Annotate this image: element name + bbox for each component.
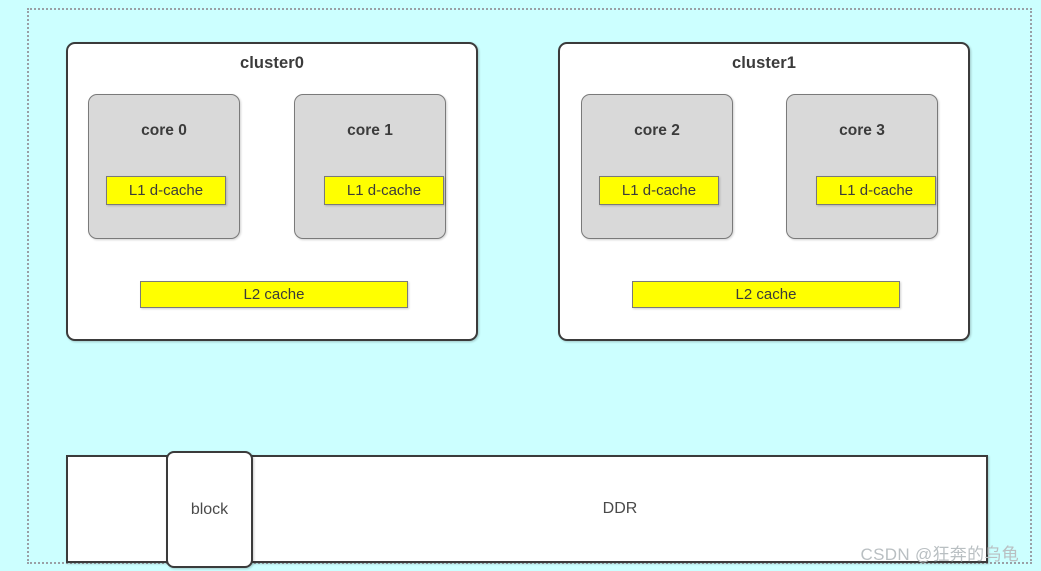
core-title-3: core 3 bbox=[839, 122, 885, 139]
watermark: CSDN @狂奔的乌龟 bbox=[860, 545, 1019, 564]
l1-dcache-2[interactable]: L1 d-cache bbox=[599, 176, 719, 205]
cluster-title-0: cluster0 bbox=[239, 54, 305, 72]
l2-cache-1[interactable]: L2 cache bbox=[632, 281, 900, 308]
core-title-1: core 1 bbox=[347, 122, 393, 139]
l1-dcache-0[interactable]: L1 d-cache bbox=[106, 176, 226, 205]
core-title-2: core 2 bbox=[634, 122, 680, 139]
l1-dcache-1[interactable]: L1 d-cache bbox=[324, 176, 444, 205]
l1-dcache-3[interactable]: L1 d-cache bbox=[816, 176, 936, 205]
l2-cache-0[interactable]: L2 cache bbox=[140, 281, 408, 308]
core-box-1[interactable]: core 1 L1 d-cache bbox=[294, 94, 446, 239]
memory-block-cell[interactable]: block bbox=[166, 451, 253, 568]
core-box-3[interactable]: core 3 L1 d-cache bbox=[786, 94, 938, 239]
core-title-0: core 0 bbox=[141, 122, 187, 139]
ddr-label: DDR bbox=[602, 500, 638, 517]
cluster-box-0[interactable]: cluster0 core 0 L1 d-cache core 1 L1 d-c… bbox=[66, 42, 478, 341]
core-box-0[interactable]: core 0 L1 d-cache bbox=[88, 94, 240, 239]
core-box-2[interactable]: core 2 L1 d-cache bbox=[581, 94, 733, 239]
cluster-title-1: cluster1 bbox=[731, 54, 797, 72]
cluster-box-1[interactable]: cluster1 core 2 L1 d-cache core 3 L1 d-c… bbox=[558, 42, 970, 341]
